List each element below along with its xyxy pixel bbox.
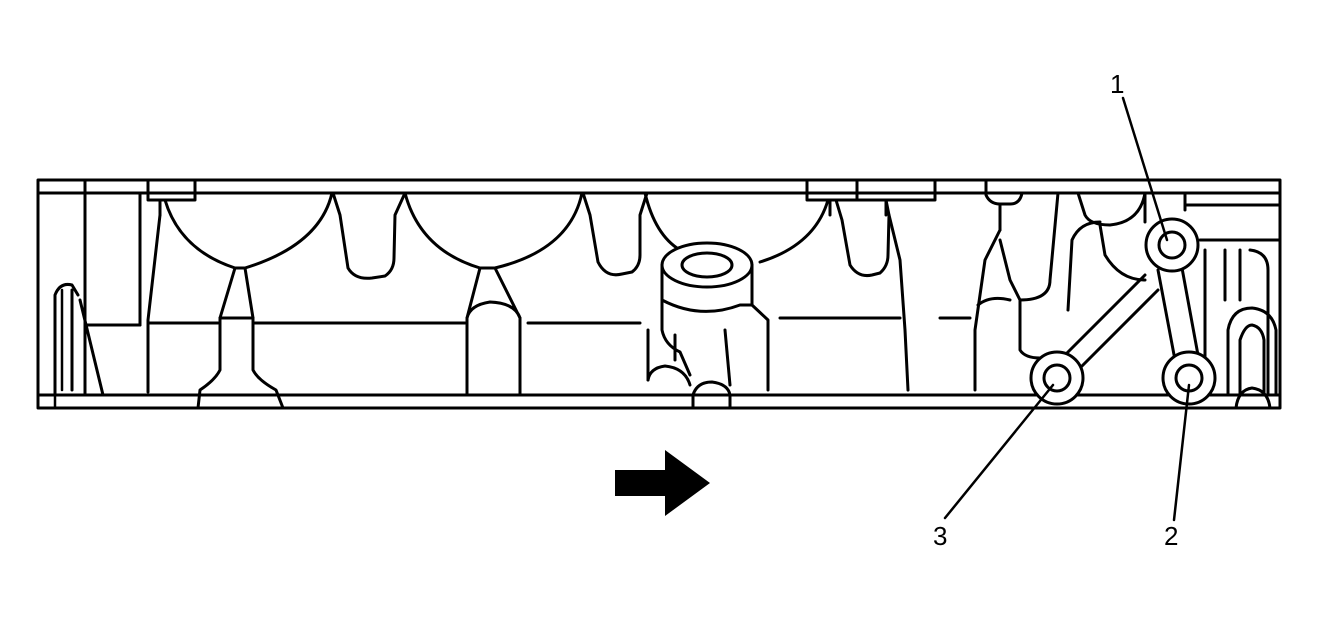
left-end-section — [53, 178, 142, 397]
lower-pillars — [146, 213, 522, 410]
housing-outline — [36, 178, 1282, 410]
leader-lines — [943, 96, 1191, 522]
callout-label-1: 1 — [1110, 69, 1124, 99]
leader-line-3 — [943, 383, 1055, 520]
web-ribs — [331, 191, 891, 280]
leader-line-1 — [1121, 96, 1169, 242]
bolt-bosses — [1029, 217, 1217, 406]
right-mid-section — [887, 191, 1147, 392]
center-boss — [646, 241, 770, 410]
deck-lines — [146, 316, 972, 325]
leader-line-2 — [1172, 383, 1191, 522]
callout-label-3: 3 — [933, 521, 947, 551]
arrow-right-icon — [615, 450, 710, 516]
callout-labels: 1 2 3 — [933, 69, 1178, 551]
callout-label-2: 2 — [1164, 521, 1178, 551]
right-end-section — [1183, 191, 1282, 410]
